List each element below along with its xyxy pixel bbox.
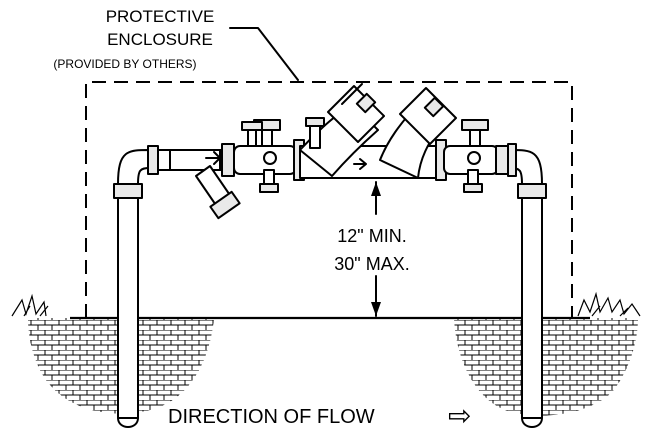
y-strainer (169, 149, 241, 220)
enclosure-note: (PROVIDED BY OTHERS) (53, 57, 196, 71)
flow-arrow-icon: ⇨ (448, 400, 471, 431)
enclosure-label-line1: PROTECTIVE (106, 7, 215, 26)
enclosure-leader-line (229, 27, 299, 81)
protective-enclosure-outline (85, 81, 573, 318)
right-shutoff-valve (435, 119, 517, 193)
flow-direction-label: DIRECTION OF FLOW (168, 406, 375, 428)
grass-right (577, 291, 641, 317)
clearance-max-label: 30" MAX. (334, 254, 409, 274)
soil-right (454, 318, 638, 416)
right-riser-pipe (509, 149, 547, 428)
left-shutoff-valve (233, 119, 305, 193)
enclosure-label-line2: ENCLOSURE (107, 30, 213, 49)
clearance-dimension (371, 181, 381, 317)
grass-left (11, 293, 49, 317)
check-valve-assembly (299, 83, 457, 179)
clearance-min-label: 12" MIN. (337, 226, 406, 246)
